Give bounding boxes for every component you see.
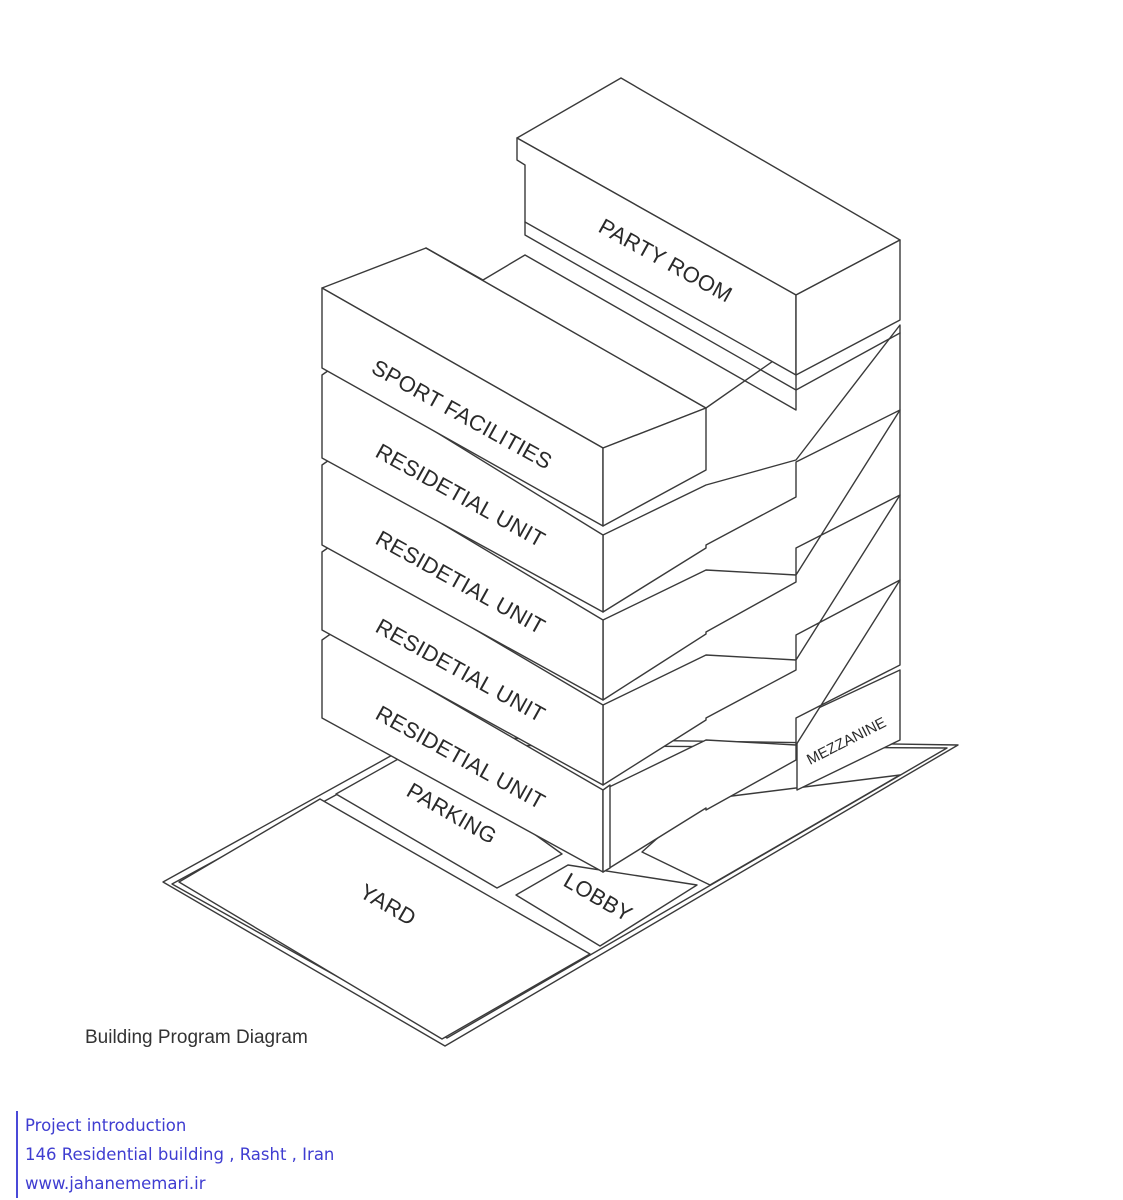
source-line-website[interactable]: www.jahanememari.ir (25, 1174, 206, 1193)
mezzanine-box-front (796, 669, 901, 791)
sport-front (602, 407, 707, 527)
party-room-volume (516, 77, 901, 391)
residential-slab-4-front (602, 784, 611, 873)
source-credit: Project introduction 146 Residential bui… (16, 1111, 334, 1198)
lobby-area (515, 864, 698, 947)
right-volume-1 (602, 324, 901, 613)
right-volume-3 (602, 494, 901, 786)
right-volumes (602, 324, 901, 873)
sport-facilities-volume (321, 247, 797, 527)
diagram-title: Building Program Diagram (85, 1027, 308, 1048)
mezzanine-box (796, 669, 901, 791)
right-volume-4 (602, 579, 901, 873)
party-front (795, 239, 901, 376)
source-line-project: Project introduction (25, 1116, 187, 1135)
yard-area (178, 798, 591, 1040)
parking-area (335, 748, 563, 889)
residential-slabs (321, 367, 611, 873)
source-line-building: 146 Residential building , Rasht , Iran (25, 1145, 335, 1164)
party-base-line (524, 221, 901, 391)
right-volume-2 (602, 409, 901, 701)
